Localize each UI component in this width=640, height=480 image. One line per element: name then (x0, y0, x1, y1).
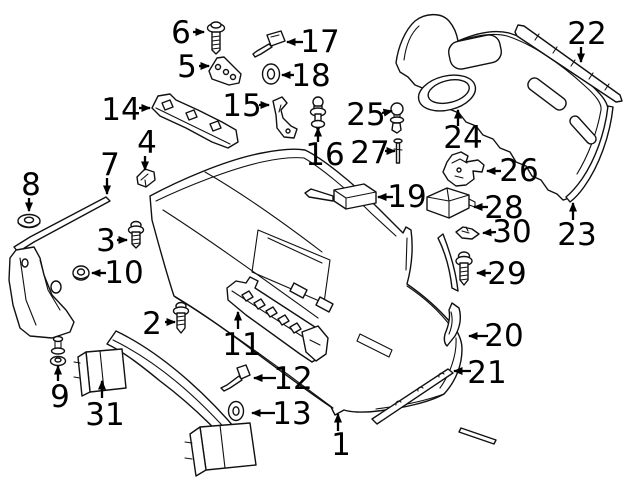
part-number-label[interactable]: 14 (101, 92, 140, 128)
callout-15[interactable]: 15 (222, 88, 270, 124)
callout-8[interactable]: 8 (21, 167, 41, 212)
callout-22[interactable]: 22 (567, 16, 607, 63)
part-trim-strip-22 (514, 24, 623, 103)
callout-arrow-icon (381, 108, 393, 117)
part-rivet-9 (49, 335, 67, 367)
part-number-label[interactable]: 11 (222, 327, 261, 363)
part-number-label[interactable]: 7 (100, 147, 120, 183)
callout-25[interactable]: 25 (346, 97, 393, 133)
callout-18[interactable]: 18 (281, 58, 331, 94)
part-rivet-17 (252, 30, 286, 58)
callout-21[interactable]: 21 (453, 355, 507, 391)
part-number-label[interactable]: 27 (350, 135, 389, 171)
part-number-label[interactable]: 17 (300, 24, 339, 60)
callout-1[interactable]: 1 (331, 413, 351, 463)
callout-29[interactable]: 29 (476, 256, 527, 292)
part-trim-ring-24 (417, 74, 477, 112)
part-number-label[interactable]: 10 (104, 255, 143, 291)
callout-11[interactable]: 11 (222, 311, 262, 363)
part-clip-25 (389, 102, 405, 134)
callout-24[interactable]: 24 (443, 109, 483, 156)
part-number-label[interactable]: 19 (387, 179, 426, 215)
part-number-label[interactable]: 15 (222, 88, 261, 124)
callout-10[interactable]: 10 (91, 255, 144, 291)
part-number-label[interactable]: 5 (177, 49, 197, 85)
part-number-label[interactable]: 22 (567, 16, 606, 52)
part-number-label[interactable]: 6 (171, 15, 191, 51)
callout-31[interactable]: 31 (85, 380, 125, 433)
part-screw-29 (455, 251, 473, 286)
callout-19[interactable]: 19 (377, 179, 427, 215)
part-grommet-13 (227, 400, 245, 422)
callout-5[interactable]: 5 (177, 49, 210, 85)
callout-30[interactable]: 30 (482, 214, 532, 250)
callout-14[interactable]: 14 (101, 92, 151, 128)
part-number-label[interactable]: 18 (291, 58, 330, 94)
callout-arrow-icon (482, 228, 497, 237)
part-number-label[interactable]: 23 (557, 217, 596, 253)
callout-2[interactable]: 2 (142, 306, 176, 342)
callout-13[interactable]: 13 (251, 396, 312, 432)
part-rivet-12 (220, 364, 251, 392)
callout-28[interactable]: 28 (473, 190, 524, 226)
part-number-label[interactable]: 9 (50, 379, 70, 415)
part-trim-strip-23 (565, 105, 614, 203)
part-bracket-15 (272, 96, 298, 139)
part-pin-27 (393, 138, 403, 164)
part-number-label[interactable]: 16 (305, 137, 344, 173)
part-number-label[interactable]: 13 (272, 396, 311, 432)
callout-16[interactable]: 16 (305, 127, 345, 173)
part-clip-4 (136, 168, 156, 188)
part-number-label[interactable]: 24 (443, 120, 482, 156)
callout-9[interactable]: 9 (50, 365, 70, 415)
part-number-label[interactable]: 8 (21, 167, 41, 203)
part-bracket-19 (304, 183, 377, 210)
part-number-label[interactable]: 29 (487, 256, 526, 292)
part-bracket-plate-5 (208, 56, 242, 86)
part-number-label[interactable]: 30 (492, 214, 531, 250)
part-bolt-2 (172, 301, 190, 334)
part-number-label[interactable]: 21 (467, 355, 506, 391)
part-mounting-rail-14 (151, 93, 239, 149)
part-nut-10 (72, 265, 90, 281)
callout-3[interactable]: 3 (96, 223, 128, 259)
part-clip-30 (455, 226, 480, 240)
part-impact-bar-31 (73, 330, 257, 477)
part-number-label[interactable]: 31 (85, 397, 124, 433)
part-number-label[interactable]: 25 (346, 97, 385, 133)
callout-17[interactable]: 17 (286, 24, 340, 60)
callout-4[interactable]: 4 (137, 125, 157, 171)
part-side-bracket-7 (8, 196, 111, 339)
callout-12[interactable]: 12 (253, 361, 313, 397)
callout-20[interactable]: 20 (468, 318, 524, 354)
part-bumper-cover-1 (149, 148, 463, 416)
part-corner-bracket-20 (443, 302, 462, 347)
part-grommet-18 (261, 63, 281, 85)
part-number-label[interactable]: 3 (96, 223, 116, 259)
part-bracket-28 (426, 187, 476, 219)
part-stud-16 (309, 96, 327, 132)
part-bracket-26 (442, 151, 485, 187)
part-energy-absorber-11 (226, 276, 329, 363)
part-number-label[interactable]: 4 (137, 125, 157, 161)
part-number-label[interactable]: 28 (484, 190, 523, 226)
part-number-label[interactable]: 1 (331, 427, 351, 463)
part-number-label[interactable]: 26 (499, 153, 538, 189)
callout-23[interactable]: 23 (557, 202, 597, 253)
part-grommet-8 (17, 213, 41, 229)
callout-7[interactable]: 7 (100, 147, 120, 195)
part-number-label[interactable]: 2 (142, 306, 162, 342)
part-bolt-3 (127, 220, 145, 249)
part-number-label[interactable]: 12 (273, 361, 312, 397)
callout-27[interactable]: 27 (350, 135, 396, 171)
callout-26[interactable]: 26 (486, 153, 539, 189)
part-screw-6 (206, 21, 226, 55)
callout-6[interactable]: 6 (171, 15, 205, 51)
part-number-label[interactable]: 20 (484, 318, 523, 354)
